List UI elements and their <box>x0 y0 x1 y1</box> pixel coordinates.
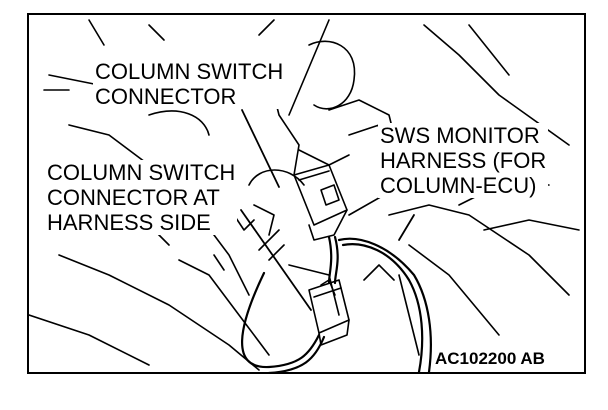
harness-side-connector-shape <box>308 279 350 346</box>
leader-lines <box>240 109 415 311</box>
steering-column-illustration <box>29 19 580 372</box>
label-line: CONNECTOR AT <box>47 185 220 210</box>
label-line: HARNESS SIDE <box>47 210 211 235</box>
label-line: CONNECTOR <box>95 84 237 109</box>
label-column-switch-connector: COLUMN SWITCH CONNECTOR <box>93 59 286 109</box>
label-sws-monitor-harness: SWS MONITOR HARNESS (FOR COLUMN-ECU) <box>378 123 549 198</box>
label-line: COLUMN-ECU) <box>380 173 537 198</box>
leader-line-sws-monitor <box>398 214 415 241</box>
label-line: HARNESS (FOR <box>380 148 547 173</box>
label-line: COLUMN SWITCH <box>95 59 284 84</box>
column-outline <box>29 19 580 371</box>
leader-line-harness-side <box>240 209 312 311</box>
column-switch-connector-shape <box>293 164 348 241</box>
leader-line-column-switch-connector <box>241 109 280 188</box>
diagram-frame: COLUMN SWITCH CONNECTOR COLUMN SWITCH CO… <box>27 13 586 374</box>
label-line: SWS MONITOR <box>380 123 540 148</box>
figure-code: AC102200 AB <box>432 349 548 369</box>
label-column-switch-connector-harness-side: COLUMN SWITCH CONNECTOR AT HARNESS SIDE <box>45 160 238 235</box>
wire-harness <box>241 235 432 372</box>
label-line: COLUMN SWITCH <box>47 160 236 185</box>
